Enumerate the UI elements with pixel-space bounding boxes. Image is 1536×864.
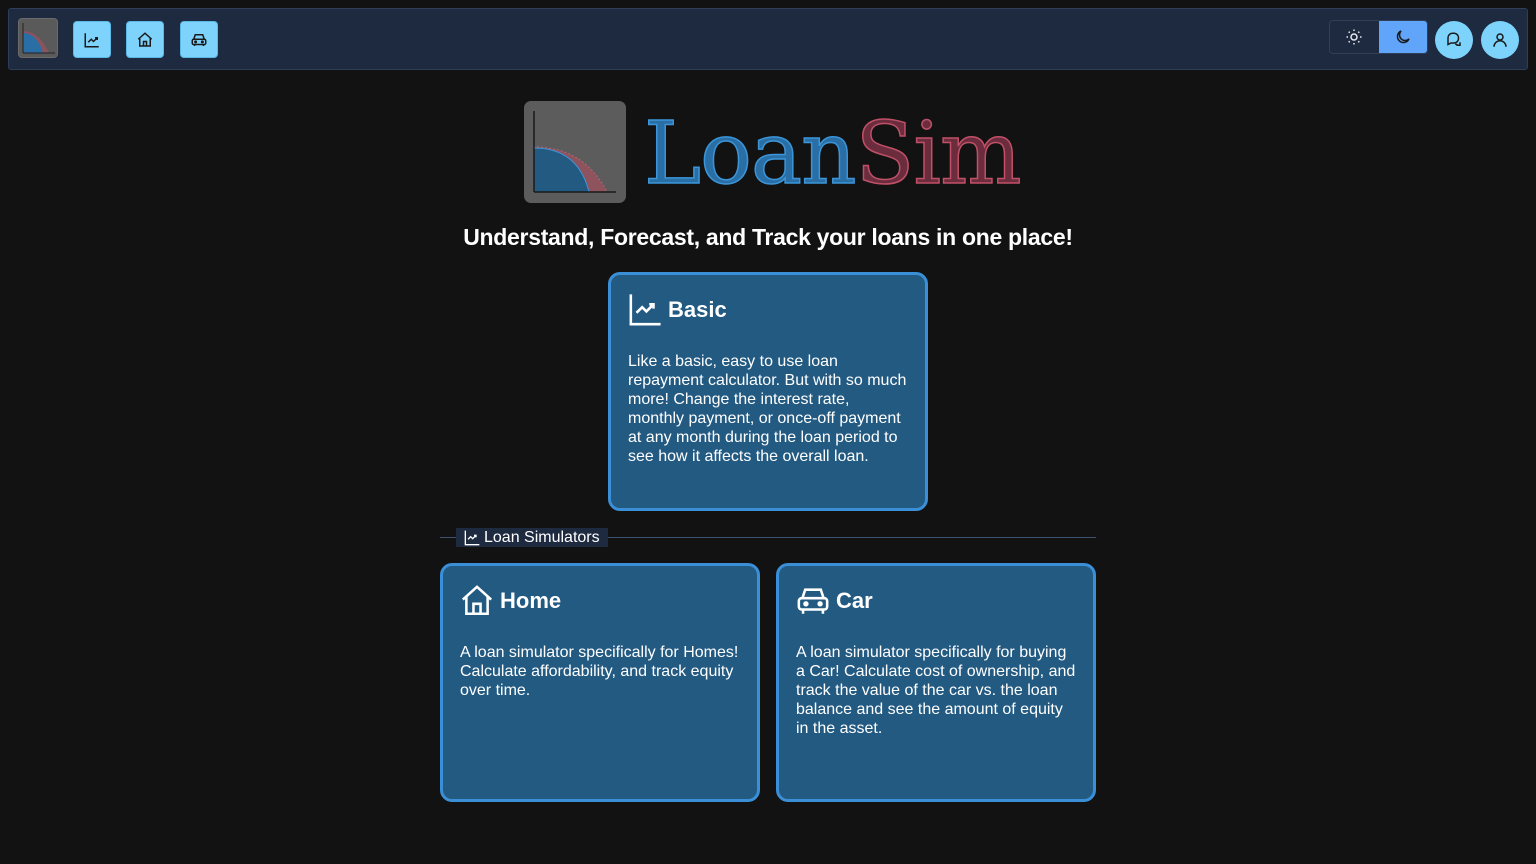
tagline: Understand, Forecast, and Track your loa… [463, 224, 1073, 250]
section-label: Loan Simulators [456, 528, 608, 547]
chat-icon [1447, 32, 1461, 46]
card-title: Home [460, 583, 740, 619]
home-icon [137, 31, 153, 47]
hero-logo [524, 101, 626, 203]
car-card[interactable]: Car A loan simulator specifically for bu… [776, 563, 1096, 802]
user-icon [1493, 33, 1507, 47]
car-card-description: A loan simulator specifically for buying… [796, 644, 1076, 737]
theme-toggle [1329, 20, 1428, 54]
chart-line-icon [464, 530, 480, 545]
app-logo-button[interactable] [18, 18, 58, 58]
car-icon [191, 33, 207, 46]
nav-basic-button[interactable] [73, 21, 111, 58]
brand-loan: Loan [643, 103, 857, 205]
home-icon [461, 585, 493, 616]
nav-car-button[interactable] [180, 21, 218, 58]
nav-home-button[interactable] [126, 21, 164, 58]
home-card[interactable]: Home A loan simulator specifically for H… [440, 563, 760, 802]
card-title: Basic [628, 292, 908, 328]
top-navbar [8, 8, 1528, 70]
logo-chart-icon [22, 23, 55, 54]
home-card-description: A loan simulator specifically for Homes!… [460, 644, 739, 699]
dark-theme-button[interactable] [1378, 21, 1427, 53]
brand-wordmark: LoanSim [643, 103, 1022, 205]
basic-card-title: Basic [668, 297, 727, 322]
chart-line-icon [84, 32, 99, 47]
basic-card-description: Like a basic, easy to use loan repayment… [628, 353, 907, 465]
user-profile-button[interactable] [1481, 21, 1519, 59]
car-icon [797, 588, 829, 614]
car-card-title: Car [836, 588, 873, 613]
chat-button[interactable] [1435, 21, 1473, 59]
card-title: Car [796, 583, 1076, 619]
chart-line-icon [629, 294, 661, 326]
home-card-title: Home [500, 588, 562, 613]
section-divider [440, 537, 1096, 538]
light-theme-button[interactable] [1330, 21, 1379, 53]
moon-icon [1396, 30, 1410, 44]
brand-sim: Sim [855, 103, 1022, 205]
logo-chart-icon [533, 111, 616, 193]
basic-card[interactable]: Basic Like a basic, easy to use loan rep… [608, 272, 928, 511]
sun-icon [1346, 29, 1362, 45]
section-label-text: Loan Simulators [484, 529, 600, 546]
